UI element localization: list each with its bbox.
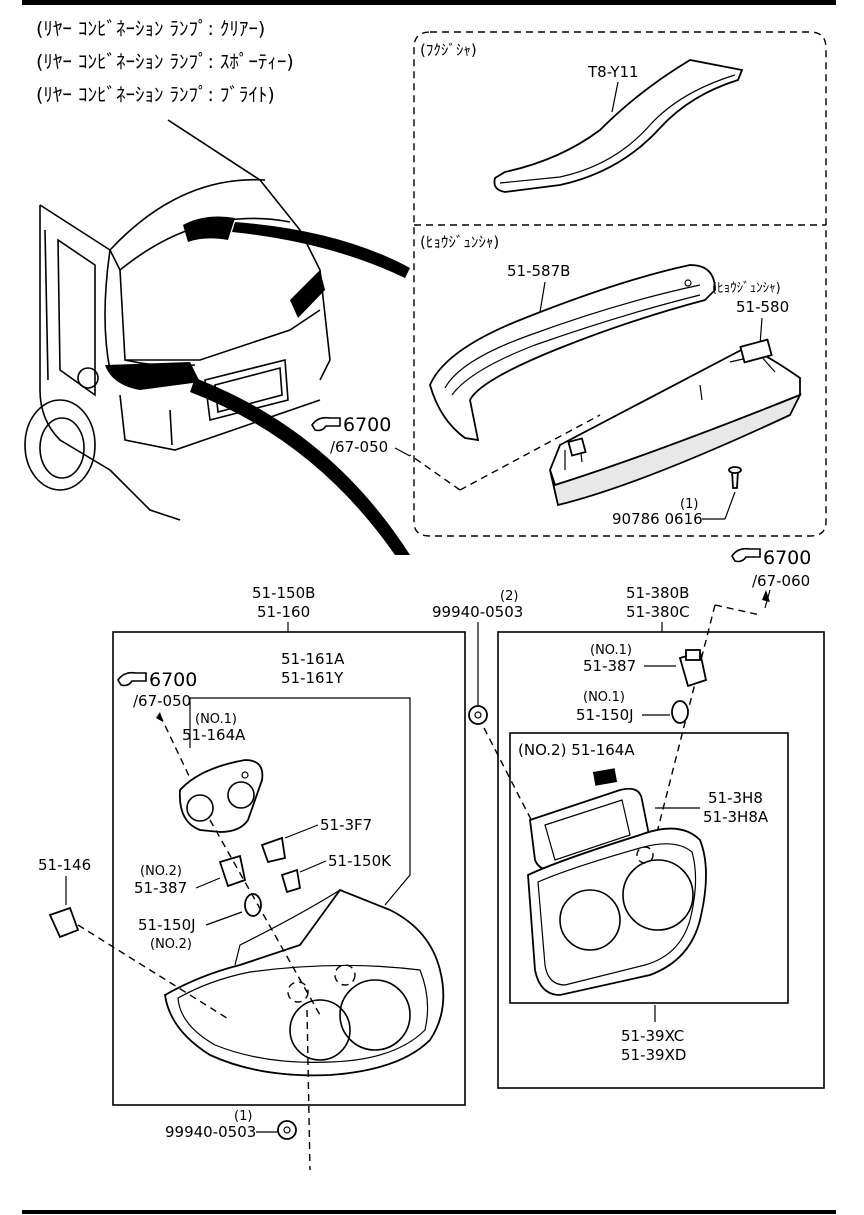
label-51-3f7: 51-3F7: [320, 816, 372, 834]
right-inner-frame: [509, 732, 789, 1004]
label-std-note: (ﾋｮｳｼﾞｭﾝｼｬ): [712, 281, 781, 296]
left-lamp-assembly: 51-150B 51-160 51-161A 51-161Y 6700 /67-…: [38, 584, 466, 1171]
label-51-387-left: 51-387: [134, 879, 187, 897]
label-no1-right-b: (NO.1): [583, 690, 625, 705]
label-51-146: 51-146: [38, 856, 91, 874]
label-51-580: 51-580: [736, 298, 789, 316]
label-51-150k: 51-150K: [328, 852, 392, 870]
pointing-hand-icon-2: [731, 547, 761, 563]
leader-587b: [539, 281, 546, 313]
leader-t8: [611, 81, 619, 113]
label-51-161a: 51-161A: [281, 650, 345, 668]
label-51-161y: 51-161Y: [281, 669, 344, 687]
label-51-150j-right: 51-150J: [576, 706, 634, 724]
right-assembly-frame: [497, 631, 825, 1089]
label-90786-0616: 90786 0616: [612, 510, 703, 528]
top-rule: [22, 0, 836, 5]
part-51-3h8: [527, 827, 707, 996]
label-99940-0503-left: 99940-0503: [165, 1123, 256, 1141]
label-51-587b: 51-587B: [507, 262, 570, 280]
gasket-tab: [592, 768, 618, 786]
label-51-380b: 51-380B: [626, 584, 689, 602]
ref-6700-right[interactable]: 6700 /67-060: [731, 547, 811, 609]
label-51-380c: 51-380C: [626, 603, 690, 621]
label-t8-y11: T8-Y11: [587, 63, 639, 81]
label-51-160: 51-160: [257, 603, 310, 621]
header-line-2: (ﾘﾔｰ ｺﾝﾋﾞﾈｰｼｮﾝ ﾗﾝﾌﾟ: ｽﾎﾟｰﾃｨｰ): [36, 51, 294, 73]
label-no2-left-a: (NO.2): [140, 864, 182, 879]
header-line-1: (ﾘﾔｰ ｺﾝﾋﾞﾈｰｼｮﾝ ﾗﾝﾌﾟ: ｸﾘｱｰ): [36, 18, 265, 40]
part-51-150j-left: [244, 893, 262, 917]
ref-sub-right: /67-060: [752, 572, 810, 590]
top-options-box: (ﾌｸｼﾞｼｬ) (ﾋｮｳｼﾞｭﾝｼｬ) T8-Y11 51-587B (ﾋｮｳ…: [409, 31, 827, 537]
part-51-150j-right: [671, 700, 689, 724]
label-nut-qty-mid: (2): [500, 589, 518, 604]
section-a-label: (ﾌｸｼﾞｼｬ): [420, 41, 477, 59]
label-no2-51-164a-right: (NO.2) 51-164A: [518, 741, 635, 759]
nut-99940-left: [277, 1120, 297, 1140]
label-51-3h8: 51-3H8: [708, 789, 763, 807]
part-t8-y11: [493, 59, 744, 193]
part-51-387-left: [218, 854, 247, 888]
ref-num-left: 6700: [149, 669, 197, 691]
header-line-3: (ﾘﾔｰ ｺﾝﾋﾞﾈｰｼｮﾝ ﾗﾝﾌﾟ: ﾌﾞﾗｲﾄ): [36, 84, 275, 106]
part-51-587b: [429, 264, 716, 442]
label-51-387-right: 51-387: [583, 657, 636, 675]
nut-99940-mid: [468, 705, 488, 725]
pointing-hand-icon-3: [117, 671, 147, 687]
middle-nut: (2) 99940-0503: [432, 589, 576, 906]
ref-6700-upper[interactable]: 6700 /67-050: [311, 414, 411, 457]
label-51-150j-left: 51-150J: [138, 916, 196, 934]
label-screw-qty: (1): [680, 497, 698, 512]
ref-sub-upper: /67-050: [330, 438, 388, 456]
label-nut-qty-left: (1): [234, 1109, 252, 1124]
label-51-39xd: 51-39XD: [621, 1046, 686, 1064]
pointing-hand-icon: [311, 416, 341, 432]
part-51-164a-left: [178, 759, 264, 833]
label-no2-left-b: (NO.2): [150, 937, 192, 952]
label-51-164a-left: 51-164A: [182, 726, 246, 744]
part-51-161a: [164, 888, 445, 1077]
ref-sub-left: /67-050: [133, 692, 191, 710]
ref-num-upper: 6700: [343, 414, 391, 436]
ref-num-right: 6700: [763, 547, 811, 569]
options-frame: [413, 31, 827, 537]
label-no1-right-a: (NO.1): [590, 643, 632, 658]
label-51-150b: 51-150B: [252, 584, 315, 602]
bottom-rule: [22, 1210, 836, 1214]
part-51-150k: [280, 868, 302, 894]
label-no1-left: (NO.1): [195, 712, 237, 727]
part-51-3f7: [260, 836, 287, 864]
section-b-label: (ﾋｮｳｼﾞｭﾝｼｬ): [420, 233, 499, 251]
right-lamp-assembly: 51-380B 51-380C (NO.1) 51-387 (NO.1) 51-…: [497, 584, 825, 1089]
vehicle-illustration: [24, 119, 410, 555]
left-assembly-frame: [112, 631, 466, 1106]
part-51-146: [48, 906, 80, 939]
label-51-3h8a: 51-3H8A: [703, 808, 769, 826]
label-51-39xc: 51-39XC: [621, 1027, 684, 1045]
label-99940-0503-mid: 99940-0503: [432, 603, 523, 621]
